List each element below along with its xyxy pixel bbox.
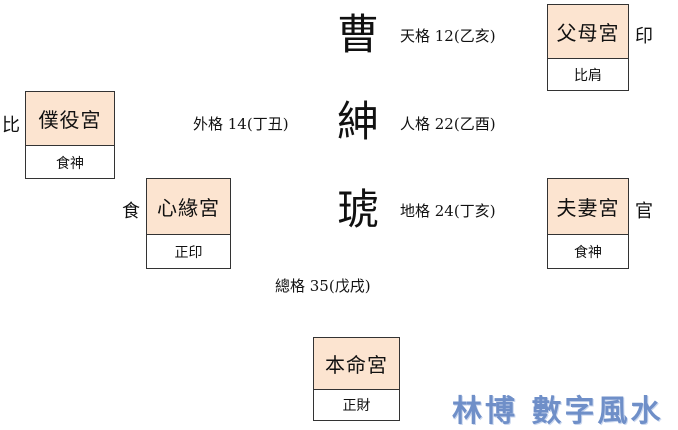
watermark: 林博 數字風水 (452, 394, 664, 429)
spouse-side-label: 官 (635, 201, 653, 222)
name-char-2: 紳 (337, 97, 380, 146)
parents-palace: 父母宮 比肩 (547, 4, 629, 91)
parents-palace-title: 父母宮 (548, 5, 628, 59)
outer-grid-label: 外格 14(丁丑) (193, 115, 289, 133)
spouse-palace-sub: 食神 (574, 245, 602, 262)
heart-palace-sub: 正印 (174, 245, 203, 262)
spouse-palace-title: 夫妻宮 (548, 179, 628, 236)
heaven-grid-label: 天格 12(乙亥) (400, 27, 496, 45)
servants-palace-sub: 食神 (56, 155, 84, 172)
parents-side-label: 印 (635, 26, 653, 47)
life-palace-title: 本命宮 (314, 338, 399, 390)
life-palace: 本命宮 正財 (313, 337, 400, 421)
servants-palace: 僕役宮 食神 (25, 91, 115, 179)
heart-palace-title: 心緣宮 (147, 179, 230, 236)
parents-palace-sub: 比肩 (574, 67, 602, 84)
servants-palace-title: 僕役宮 (26, 92, 114, 147)
life-palace-sub: 正財 (342, 398, 371, 415)
heart-palace: 心緣宮 正印 (146, 178, 231, 269)
spouse-palace: 夫妻宮 食神 (547, 178, 629, 269)
person-grid-label: 人格 22(乙酉) (400, 115, 496, 133)
name-char-3: 琥 (337, 185, 380, 234)
earth-grid-label: 地格 24(丁亥) (400, 202, 496, 220)
heart-side-label: 食 (122, 201, 140, 222)
servants-side-label: 比 (2, 115, 20, 136)
total-grid-label: 總格 35(戊戌) (275, 277, 371, 295)
name-char-1: 曹 (337, 10, 380, 59)
